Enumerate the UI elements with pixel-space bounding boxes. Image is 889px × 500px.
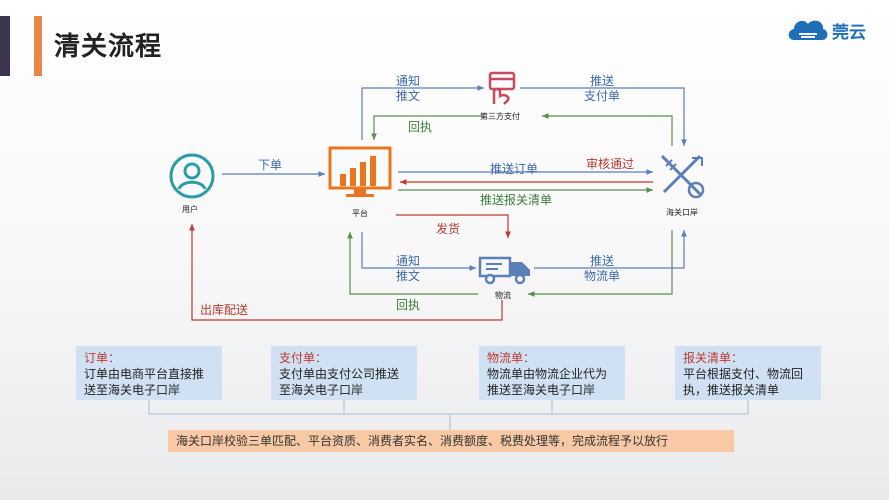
label-push-payment-1: 推送 [590,74,615,88]
label-push-order: 推送订单 [490,162,539,176]
label-notify-bottom-1: 通知 [396,254,421,268]
info-line: 推送至海关电子口岸 [487,383,596,397]
customs-emblem-icon [660,154,705,199]
platform-chart-icon [328,146,392,197]
label-notify-bottom-2: 推文 [396,269,421,283]
label-notify-top-1: 通知 [396,74,421,88]
header-accent-bar [34,16,42,76]
label-notify-top-2: 推文 [396,89,421,103]
arrow-notify-bottom [361,232,476,271]
cloud-logo-icon [788,20,828,40]
info-line: 执，推送报关清单 [683,383,780,397]
info-line: 平台根据支付、物流回 [683,367,804,381]
label-push-logistics-2: 物流单 [584,269,621,283]
info-line: 支付单由支付公司推送 [279,367,400,381]
info-line: 订单由电商平台直接推 [84,367,205,381]
node-label-platform: 平台 [352,209,368,218]
delivery-truck-icon [478,256,530,285]
user-icon [169,153,215,199]
label-receipt-bottom: 回执 [396,298,421,312]
label-ship: 发货 [436,222,461,236]
info-box-declaration: 报关清单： 平台根据支付、物流回 执，推送报关清单 [675,346,821,400]
summary-bar: 海关口岸校验三单匹配、平台资质、消费者实名、消费额度、税费处理等，完成流程予以放… [168,430,734,452]
arrow-push-logistics [534,230,687,269]
info-title-payment: 支付单： [279,351,328,365]
info-line: 送至海关电子口岸 [84,383,181,397]
info-title-declaration: 报关清单： [683,351,744,365]
info-title-order: 订单： [84,351,121,365]
info-box-logistics: 物流单： 物流单由物流企业代为 推送至海关电子口岸 [479,346,625,400]
label-place-order: 下单 [258,158,283,172]
arrow-notify-top [361,85,484,140]
logo-text: 莞云 [832,23,866,43]
arrow-out-delivery [189,224,503,321]
info-line: 物流单由物流企业代为 [487,367,608,381]
node-label-customs: 海关口岸 [666,208,698,217]
arrow-customs-to-pay [542,113,673,146]
node-label-logistics: 物流 [495,291,511,300]
info-title-logistics: 物流单： [487,351,536,365]
arrow-push-payment [520,87,687,146]
info-line: 至海关电子口岸 [279,383,364,397]
node-label-user: 用户 [182,205,198,214]
header-dark-bar [0,16,10,76]
page-title: 清关流程 [54,32,163,62]
payment-hand-icon [488,71,516,105]
info-box-order: 订单： 订单由电商平台直接推 送至海关电子口岸 [76,346,222,400]
label-out-delivery: 出库配送 [200,303,249,317]
label-push-declaration: 推送报关清单 [480,193,553,207]
label-push-logistics-1: 推送 [590,254,615,268]
arrow-receipt-top [371,115,484,140]
label-approved: 审核通过 [586,157,635,171]
info-bracket [148,400,749,430]
info-box-payment: 支付单： 支付单由支付公司推送 至海关电子口岸 [271,346,417,400]
node-label-third-party-pay: 第三方支付 [480,112,520,121]
label-receipt-top: 回执 [408,120,433,134]
arrow-ship [396,214,511,238]
arrow-receipt-bottom [347,232,478,295]
label-push-payment-2: 支付单 [584,89,621,103]
arrow-customs-to-logistics [528,230,673,297]
